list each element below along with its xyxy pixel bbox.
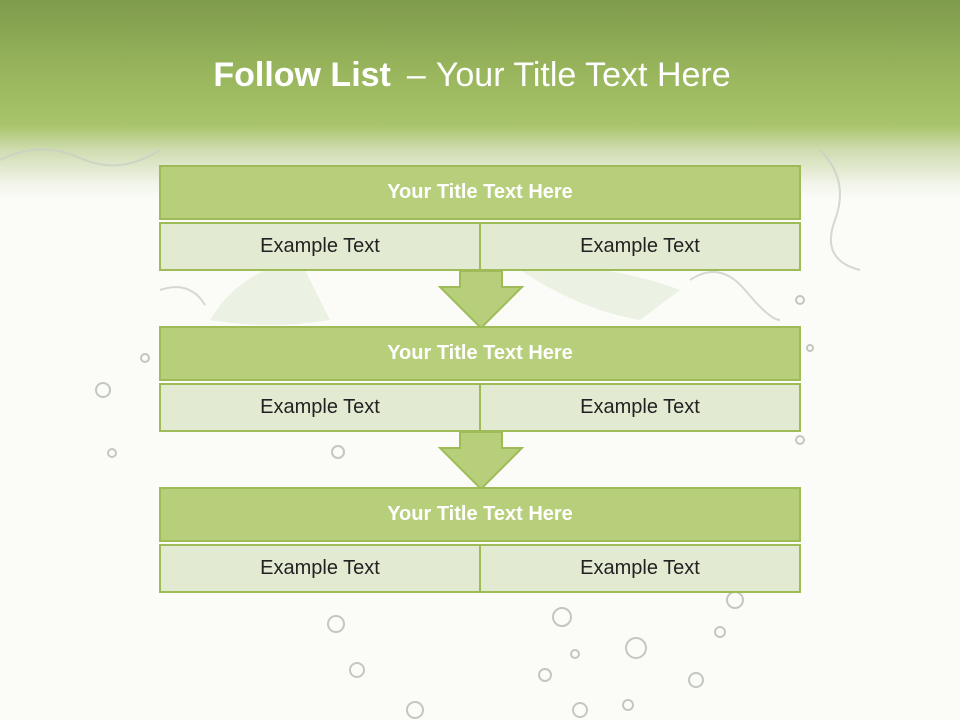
step-box-3: Your Title Text Here Example Text Exampl… [159,487,801,593]
slide-title-dash: – [406,56,426,94]
step-box-1: Your Title Text Here Example Text Exampl… [159,165,801,271]
step-title-2: Your Title Text Here [159,326,801,381]
slide-title-rest: Your Title Text Here [435,56,731,94]
step-row-1: Example Text Example Text [159,222,801,271]
step-3-left-cell: Example Text [159,544,481,593]
step-2-right-cell: Example Text [481,383,801,432]
step-row-3: Example Text Example Text [159,544,801,593]
step-3-right-cell: Example Text [481,544,801,593]
step-2-left-cell: Example Text [159,383,481,432]
step-row-2: Example Text Example Text [159,383,801,432]
down-arrow-icon [438,270,524,330]
slide-title-bold: Follow List [213,56,391,94]
step-1-left-cell: Example Text [159,222,481,271]
step-box-2: Your Title Text Here Example Text Exampl… [159,326,801,432]
water-splash-background [0,148,861,719]
slide-title: Follow List–Your Title Text Here [0,52,944,98]
down-arrow-icon [438,431,524,491]
step-1-right-cell: Example Text [481,222,801,271]
step-title-1: Your Title Text Here [159,165,801,220]
step-title-3: Your Title Text Here [159,487,801,542]
